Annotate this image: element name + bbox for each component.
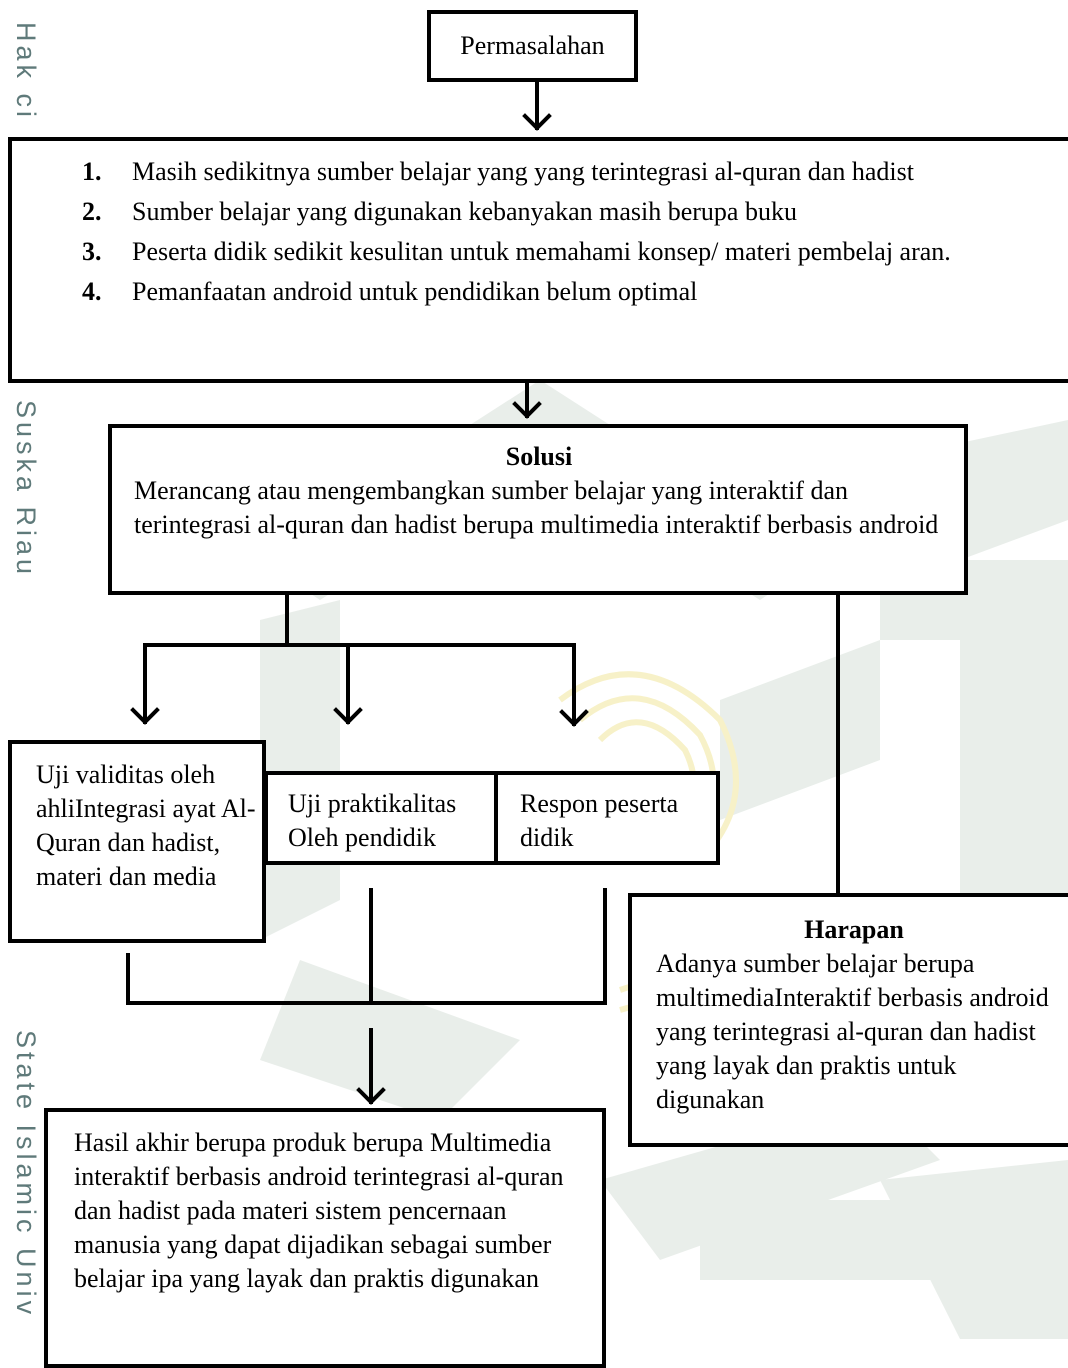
problem-number: 3. — [82, 237, 102, 266]
problems-box: 1. Masih sedikitnya sumber belajar yang y… — [8, 137, 1068, 383]
arrowhead-respon — [559, 709, 589, 727]
problem-number: 1. — [82, 157, 102, 186]
problem-text: Pemanfaatan android untuk pendidikan bel… — [132, 277, 698, 306]
problem-item: 3. Peserta didik sedikit kesulitan untuk … — [82, 235, 1036, 269]
side-text-hak-cipta: Hak ci — [11, 22, 41, 122]
solusi-title: Solusi — [505, 442, 573, 471]
flow-connectors — [126, 82, 840, 1105]
problem-text: Peserta didik sedikit kesulitan untuk me… — [132, 237, 951, 266]
harapan-text: Adanya sumber belajar berupa multimediaI… — [656, 949, 1049, 1114]
problem-item: 2. Sumber belajar yang digunakan kebanyak… — [82, 195, 1036, 229]
problems-list: 1. Masih sedikitnya sumber belajar yang y… — [82, 155, 1036, 309]
permasalahan-box: Permasalahan — [427, 10, 638, 82]
uji-praktikalitas-text: Uji praktikalitas Oleh pendidik — [288, 789, 457, 852]
problem-item: 4. Pemanfaatan android untuk pendidikan b… — [82, 275, 1036, 309]
arrowhead-hasil — [356, 1087, 386, 1105]
arrowhead-problems — [522, 113, 552, 131]
hasil-akhir-box: Hasil akhir berupa produk berupa Multime… — [44, 1108, 606, 1368]
harapan-box: Harapan Adanya sumber belajar berupa mul… — [628, 893, 1068, 1147]
permasalahan-title: Permasalahan — [460, 31, 605, 60]
solusi-box: Solusi Merancang atau mengembangkan sumb… — [108, 424, 968, 595]
problem-number: 4. — [82, 277, 102, 306]
uji-praktikalitas-box: Uji praktikalitas Oleh pendidik — [264, 771, 500, 865]
uji-validitas-box: Uji validitas oleh ahliIntegrasi ayat Al… — [8, 740, 266, 943]
arrowhead-validitas — [130, 707, 160, 725]
problem-text: Sumber belajar yang digunakan kebanyakan… — [132, 197, 797, 226]
uji-validitas-text: Uji validitas oleh ahliIntegrasi ayat Al… — [36, 760, 256, 891]
respon-peserta-box: Respon peserta didik — [494, 771, 720, 865]
side-text-suska-riau: Suska Riau — [11, 400, 41, 579]
problem-number: 2. — [82, 197, 102, 226]
problem-text: Masih sedikitnya sumber belajar yang yan… — [132, 157, 914, 186]
solusi-text: Merancang atau mengembangkan sumber bela… — [134, 476, 939, 539]
hasil-akhir-text: Hasil akhir berupa produk berupa Multime… — [74, 1128, 564, 1293]
arrowhead-solusi — [512, 401, 542, 419]
harapan-title: Harapan — [804, 915, 904, 944]
respon-peserta-text: Respon peserta didik — [520, 789, 679, 852]
problem-item: 1. Masih sedikitnya sumber belajar yang y… — [82, 155, 1036, 189]
arrowhead-praktikalitas — [333, 707, 363, 725]
side-text-state-islamic: State Islamic Univ — [11, 1030, 41, 1319]
